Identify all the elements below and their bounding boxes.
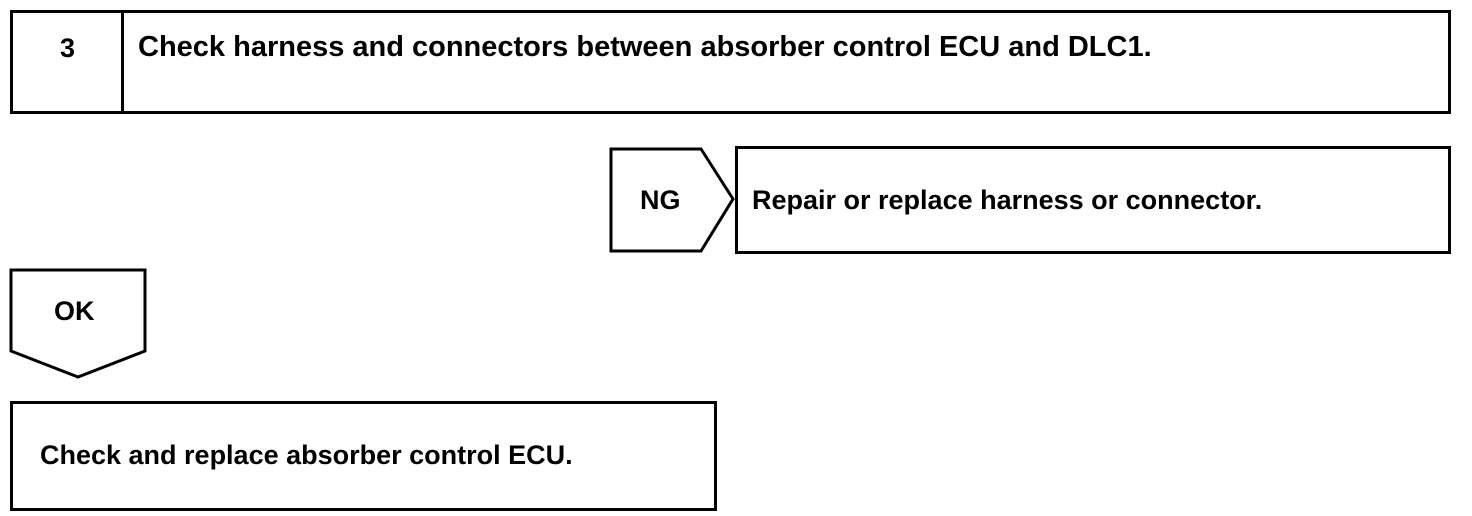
ok-arrow-tag [9,268,147,379]
ng-action-text: Repair or replace harness or connector. [752,185,1263,215]
step-title: Check harness and connectors between abs… [138,31,1152,63]
ng-action-box [735,146,1451,254]
step-divider [121,10,124,114]
ng-arrow-tag [609,147,735,253]
step-number: 3 [60,33,76,63]
ng-label: NG [640,185,681,215]
step-box [10,10,1451,114]
ok-label: OK [54,296,95,326]
ok-action-text: Check and replace absorber control ECU. [40,440,573,470]
ok-action-box [10,401,717,511]
